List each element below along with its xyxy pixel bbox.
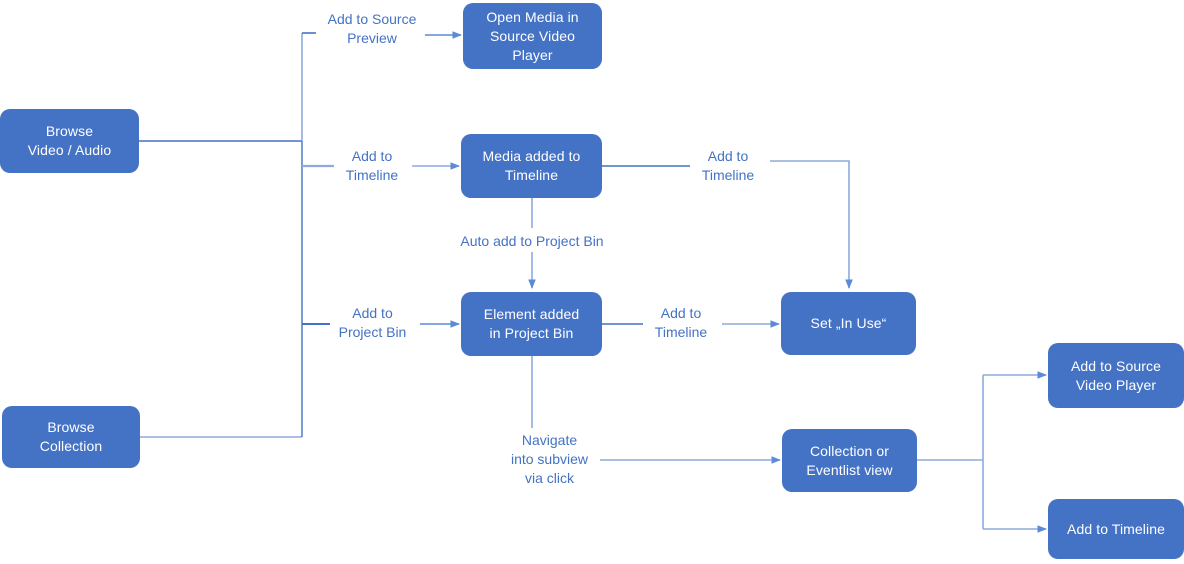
edge-label-auto-add-to-project-bin: Auto add to Project Bin [460,233,604,249]
edge-label-add-to-source-preview: Add to Source Preview [327,11,417,46]
edge-label-navigate-into-subview: Navigate into subview via click [510,432,589,486]
node-label: Open Media in Source Video Player [486,8,579,63]
node-set-in-use[interactable]: Set „In Use“ [781,292,916,355]
node-add-to-timeline[interactable]: Add to Timeline [1048,499,1184,559]
node-label: Browse Collection [39,419,103,454]
node-label: Add to Source Video Player [1070,357,1162,393]
node-element-added-in-project-bin[interactable]: Element added in Project Bin [461,292,602,356]
edge-label-add-to-project-bin: Add to Project Bin [338,305,407,340]
edge-label-add-to-timeline-from-bin: Add to Timeline [654,305,708,340]
node-browse-video-audio[interactable]: Browse Video / Audio [0,109,139,173]
node-media-added-to-timeline[interactable]: Media added to Timeline [461,134,602,198]
node-open-media-source-player[interactable]: Open Media in Source Video Player [463,3,602,69]
node-browse-collection[interactable]: Browse Collection [2,406,140,468]
edge-label-add-to-timeline-to-in-use: Add to Timeline [701,148,755,183]
edge-label-add-to-timeline-from-spine: Add to Timeline [345,148,399,183]
edge-timeline-to-in-use [770,160,853,289]
node-label: Collection or Eventlist view [806,442,893,478]
node-label: Add to Timeline [1067,520,1165,537]
node-collection-or-eventlist-view[interactable]: Collection or Eventlist view [782,429,917,492]
node-label: Media added to Timeline [482,148,581,183]
node-label: Set „In Use“ [810,315,887,331]
node-add-to-source-video-player[interactable]: Add to Source Video Player [1048,343,1184,408]
node-label: Element added in Project Bin [483,306,580,341]
node-label: Browse Video / Audio [27,123,112,158]
